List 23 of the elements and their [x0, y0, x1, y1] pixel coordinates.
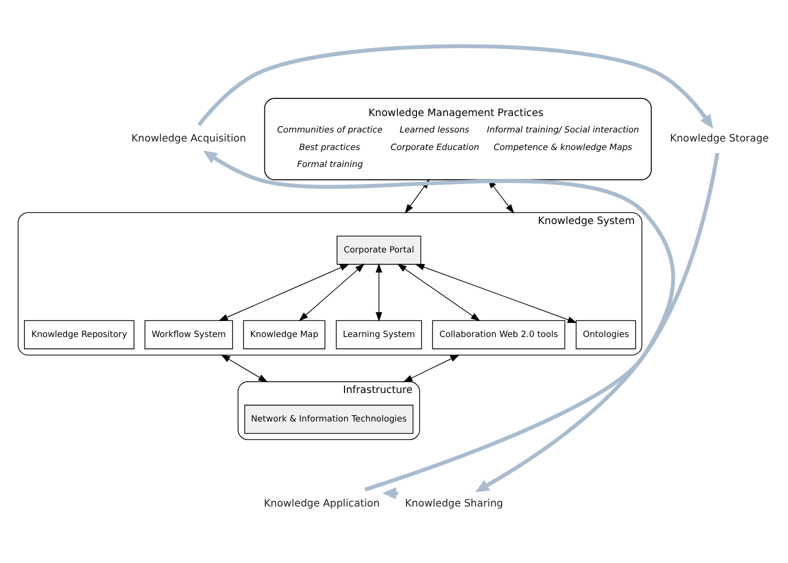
- node-box: Knowledge Management Practices Communities of practice Learned lessons Informal training/ Social interaction Best practices Corporate Education Competence & knowledge Maps Formal training: [264, 97, 652, 180]
- node-box: Corporate Portal: [336, 235, 422, 264]
- arrow: [197, 44, 714, 128]
- arrow: [403, 354, 460, 382]
- node-text: Knowledge Sharing: [405, 498, 504, 509]
- arrow: [414, 263, 578, 323]
- node-box: Knowledge Repository: [24, 320, 134, 349]
- node-text: Knowledge Storage: [670, 133, 769, 144]
- node-box: Ontologies: [576, 320, 636, 349]
- node-box: Knowledge Map: [243, 320, 326, 349]
- node-box: Learning System: [336, 320, 422, 349]
- arrow: [397, 263, 480, 321]
- arrow: [220, 354, 268, 382]
- node-box: Workflow System: [144, 320, 233, 349]
- node-text: Knowledge Acquisition: [131, 133, 246, 144]
- node-box: Collaboration Web 2.0 tools: [432, 320, 566, 349]
- arrow: [218, 263, 350, 320]
- node-box: Network & Information Technologies: [244, 404, 414, 434]
- arrow: [376, 262, 382, 322]
- node-text: Knowledge Application: [264, 498, 380, 509]
- arrow: [475, 152, 720, 492]
- arrow: [298, 263, 365, 321]
- arrow: [203, 150, 676, 491]
